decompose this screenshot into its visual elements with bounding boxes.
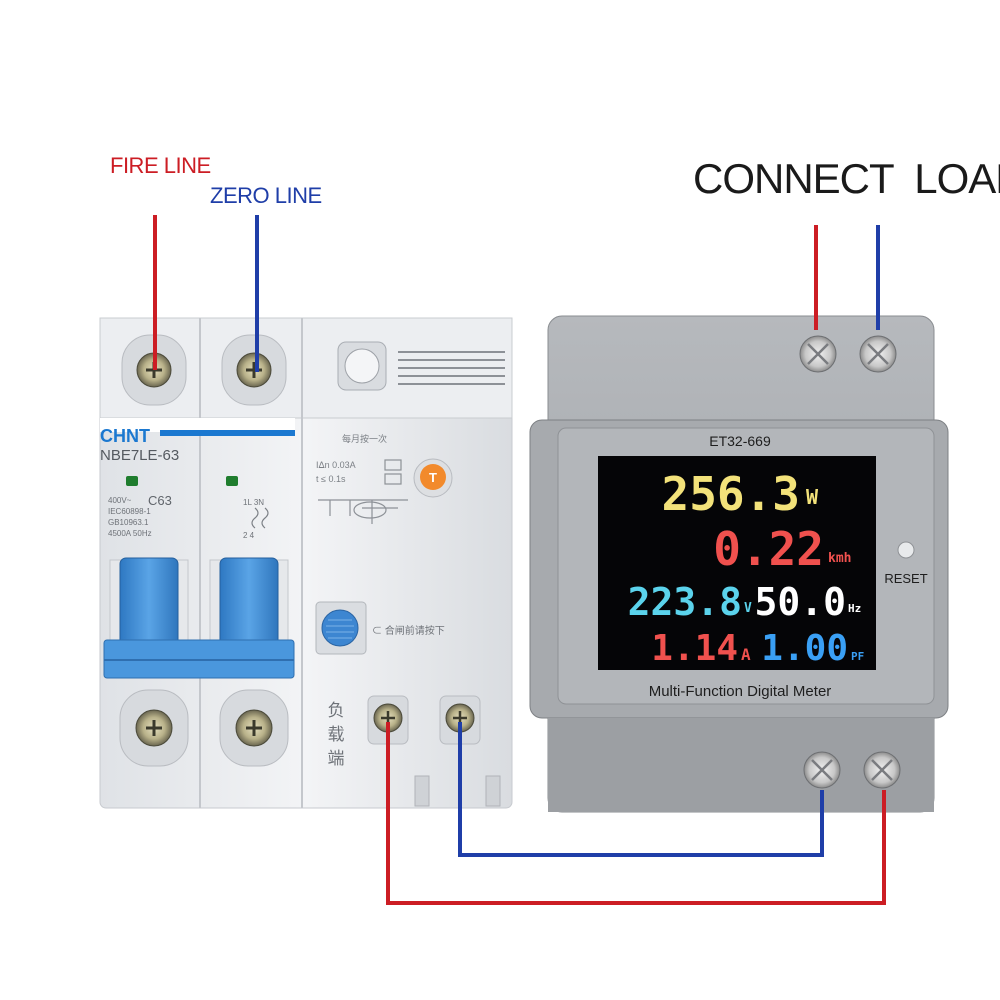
meter-caption: Multi-Function Digital Meter — [649, 683, 832, 700]
meter-reset-button[interactable] — [897, 541, 915, 559]
pole-1-indicator — [126, 476, 138, 486]
fire-jumper-wire — [386, 722, 886, 905]
circuit-breaker: CHNT NBE7LE-63 C63 400V~ IEC60898-1 GB10… — [99, 317, 513, 809]
load-side-char-3: 端 — [328, 749, 345, 768]
energy-value: 0.22 — [713, 522, 824, 576]
breaker-standard-2: GB10963.1 — [108, 518, 149, 527]
digital-meter: ET32-669 256.3 W 0.22 kmh 223.8 V 50.0 H… — [529, 315, 949, 813]
breaker-breaking: 4500A 50Hz — [108, 529, 152, 538]
connect-load-label: CONNECT LOAD — [693, 155, 1000, 202]
voltage-unit: V — [744, 601, 752, 616]
power-value: 256.3 — [662, 467, 800, 521]
breaker-standard-1: IEC60898-1 — [108, 507, 151, 516]
brand-stripe — [160, 430, 295, 436]
frequency-unit: Hz — [848, 602, 861, 615]
test-button[interactable] — [420, 464, 446, 490]
rcd-reset-button[interactable] — [321, 609, 359, 647]
pole-2-indicator — [226, 476, 238, 486]
current-value: 1.14 — [651, 628, 738, 669]
breaker-brand: CHNT — [100, 426, 150, 446]
meter-screen — [598, 456, 876, 670]
zero-jumper-wire — [458, 722, 824, 857]
breaker-model: NBE7LE-63 — [100, 447, 179, 464]
breaker-rating: C63 — [148, 493, 172, 508]
terminal-marking-1: 1L 3N — [243, 498, 264, 507]
current-unit: A — [741, 645, 751, 664]
fire-line-label: FIRE LINE — [110, 153, 211, 178]
power-unit: W — [806, 485, 819, 509]
breaker-voltage: 400V~ — [108, 496, 132, 505]
residual-current: Iᐃn 0.03A — [316, 460, 356, 470]
voltage-value: 223.8 — [628, 580, 742, 624]
load-side-char-1: 负 — [328, 701, 345, 720]
trip-time: t ≤ 0.1s — [316, 474, 346, 484]
monthly-test-note: 每月按一次 — [342, 433, 387, 444]
energy-unit: kmh — [828, 551, 851, 566]
frequency-value: 50.0 — [754, 580, 846, 624]
load-side-char-2: 载 — [328, 725, 345, 744]
zero-line-label: ZERO LINE — [210, 183, 322, 208]
meter-reset-label: RESET — [884, 571, 927, 586]
test-button-label: T — [429, 470, 437, 485]
meter-model: ET32-669 — [709, 433, 771, 449]
wires — [153, 215, 886, 905]
pf-value: 1.00 — [761, 628, 848, 669]
pf-unit: PF — [851, 650, 864, 663]
reset-note: ⊂ 合闸前请按下 — [372, 624, 445, 637]
terminal-marking-2: 2 4 — [243, 531, 255, 540]
